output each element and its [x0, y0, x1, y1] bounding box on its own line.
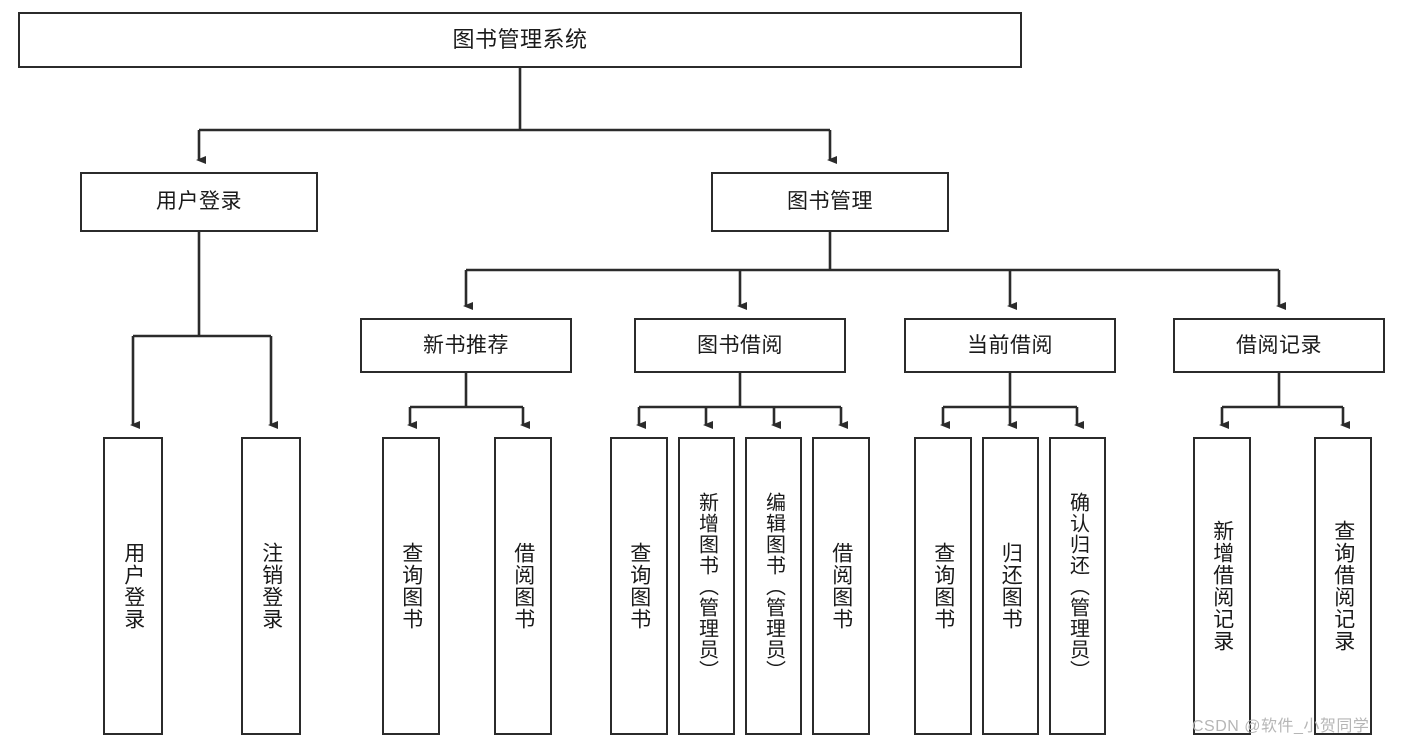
- leaf-label: 用户登录: [121, 542, 145, 630]
- leaf-query-book-current[interactable]: 查询图书: [914, 437, 972, 735]
- node-new-book-recommend[interactable]: 新书推荐: [360, 318, 572, 373]
- leaf-label: 查询图书: [399, 542, 423, 630]
- leaf-label: 借阅图书: [829, 542, 853, 630]
- node-book-management[interactable]: 图书管理: [711, 172, 949, 232]
- leaf-borrow-book-recommend[interactable]: 借阅图书: [494, 437, 552, 735]
- leaf-query-book-recommend[interactable]: 查询图书: [382, 437, 440, 735]
- node-user-login[interactable]: 用户登录: [80, 172, 318, 232]
- leaf-label: 编辑图书（管理员）: [762, 491, 785, 681]
- leaf-user-login[interactable]: 用户登录: [103, 437, 163, 735]
- leaf-return-book[interactable]: 归还图书: [982, 437, 1039, 735]
- leaf-borrow-book[interactable]: 借阅图书: [812, 437, 870, 735]
- node-root-library-system[interactable]: 图书管理系统: [18, 12, 1022, 68]
- watermark: CSDN @软件_小贺同学: [1192, 718, 1370, 735]
- leaf-label: 查询图书: [931, 542, 955, 630]
- leaf-label: 新增图书（管理员）: [695, 491, 718, 681]
- leaf-label: 查询图书: [627, 542, 651, 630]
- leaf-label: 新增借阅记录: [1210, 520, 1234, 652]
- leaf-label: 注销登录: [259, 542, 283, 630]
- leaf-confirm-return-admin[interactable]: 确认归还（管理员）: [1049, 437, 1106, 735]
- leaf-logout[interactable]: 注销登录: [241, 437, 301, 735]
- leaf-add-book-admin[interactable]: 新增图书（管理员）: [678, 437, 735, 735]
- node-current-borrow[interactable]: 当前借阅: [904, 318, 1116, 373]
- leaf-label: 确认归还（管理员）: [1066, 491, 1089, 681]
- leaf-query-book-borrow[interactable]: 查询图书: [610, 437, 668, 735]
- node-book-borrow[interactable]: 图书借阅: [634, 318, 846, 373]
- node-borrow-record[interactable]: 借阅记录: [1173, 318, 1385, 373]
- leaf-add-borrow-record[interactable]: 新增借阅记录: [1193, 437, 1251, 735]
- leaf-label: 归还图书: [999, 542, 1023, 630]
- leaf-edit-book-admin[interactable]: 编辑图书（管理员）: [745, 437, 802, 735]
- leaf-label: 借阅图书: [511, 542, 535, 630]
- leaf-query-borrow-record[interactable]: 查询借阅记录: [1314, 437, 1372, 735]
- leaf-label: 查询借阅记录: [1331, 520, 1355, 652]
